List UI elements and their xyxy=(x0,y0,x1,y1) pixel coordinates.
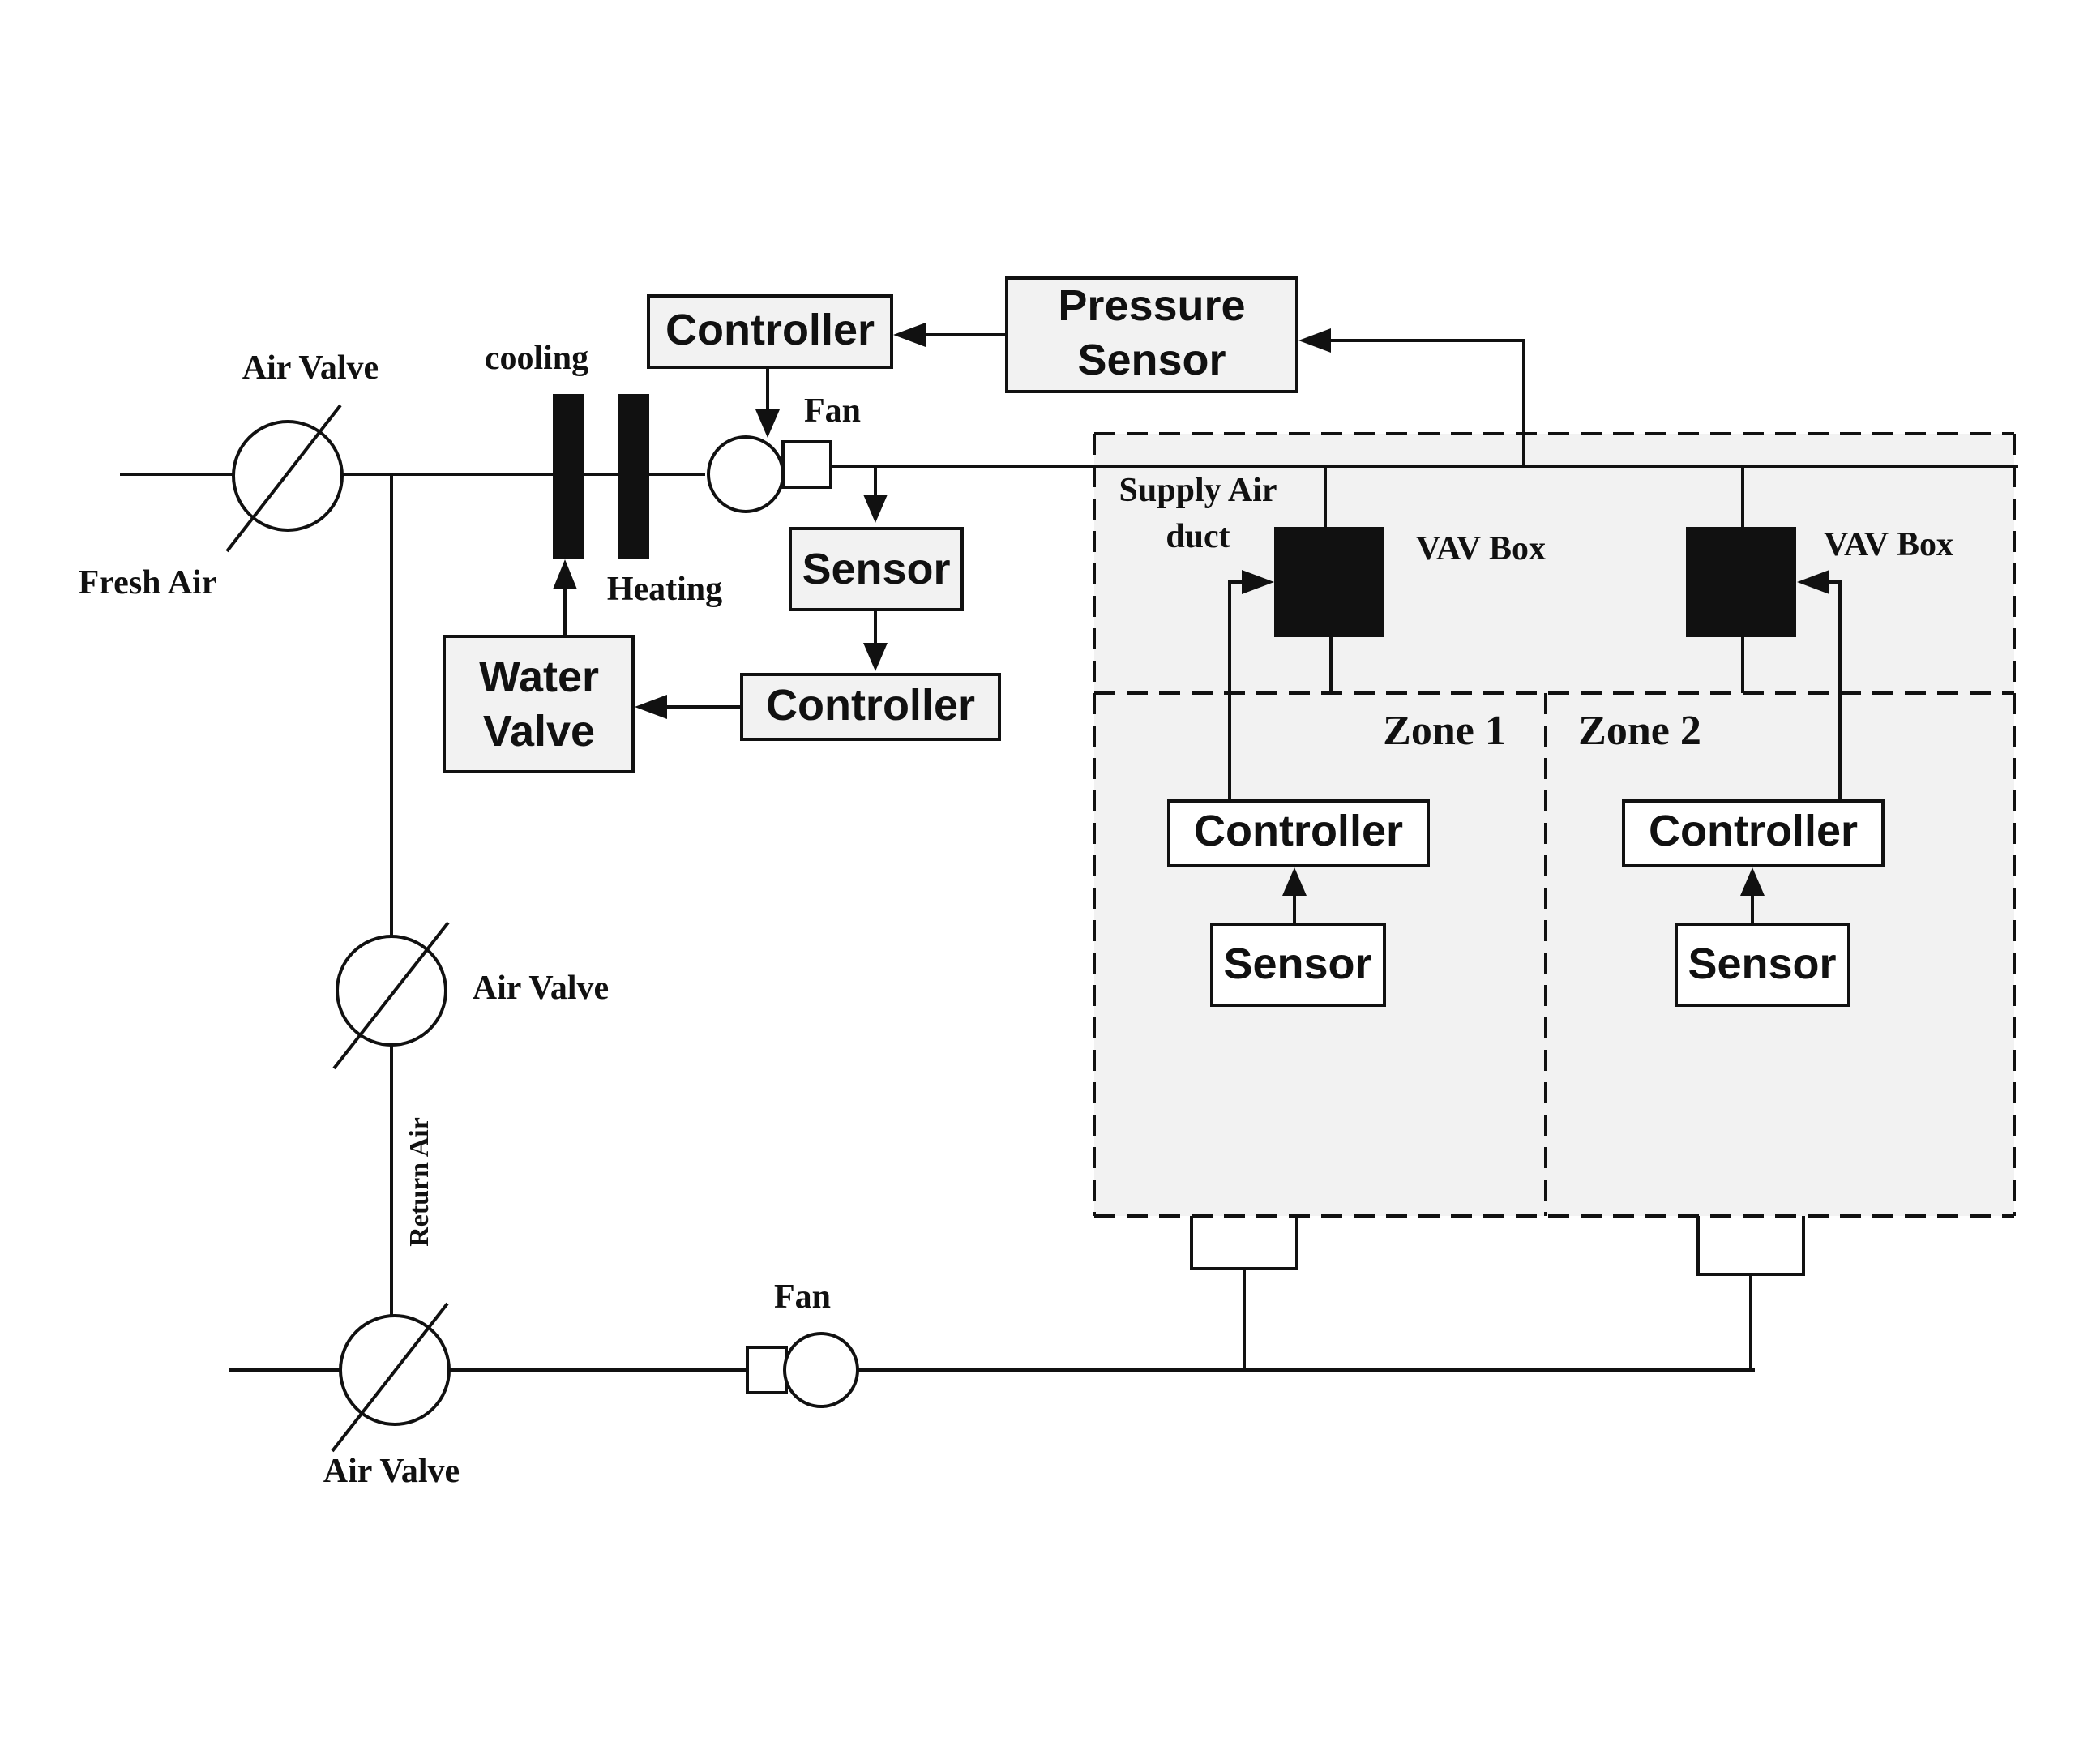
sensor-supply-label: Sensor xyxy=(802,545,950,593)
zone1-controller-box xyxy=(1167,799,1430,867)
fan-bottom-label: Fan xyxy=(774,1278,831,1316)
air-valve-mid-label: Air Valve xyxy=(473,970,609,1007)
water-valve-label-1: Water xyxy=(479,653,599,701)
supply-fan xyxy=(707,435,832,513)
controller-mid-label: Controller xyxy=(766,681,975,730)
return-air-label: Return Air xyxy=(404,1117,434,1247)
zone2-sensor-label: Sensor xyxy=(1688,940,1836,988)
sensor-supply-box xyxy=(789,527,964,611)
zone-1-label: Zone 1 xyxy=(1383,708,1506,754)
air-valve-top xyxy=(225,404,344,553)
zone2-sensor-box xyxy=(1675,923,1850,1007)
pressure-sensor-label-2: Sensor xyxy=(1077,336,1226,384)
fan-top-label: Fan xyxy=(804,392,861,430)
supply-air-duct-label-1: Supply Air xyxy=(1119,472,1277,509)
zone-1-return-grille xyxy=(1190,1216,1298,1370)
zone-dashed-borders xyxy=(1093,432,2016,1218)
pressure-sensor-box xyxy=(1005,276,1298,393)
water-valve-box xyxy=(443,635,635,773)
air-valve-bottom xyxy=(331,1302,451,1453)
zone2-controller-label: Controller xyxy=(1649,807,1858,855)
pressure-sensor-label-1: Pressure xyxy=(1058,281,1245,330)
return-fan xyxy=(746,1332,859,1408)
zone-2-label: Zone 2 xyxy=(1578,708,1701,754)
supply-duct-region xyxy=(1094,434,2014,693)
zone2-controller-box xyxy=(1622,799,1885,867)
cooling-coil xyxy=(553,394,584,559)
air-valve-top-label: Air Valve xyxy=(242,349,379,387)
zone-2-return-grille xyxy=(1696,1216,1805,1370)
water-valve-label-2: Valve xyxy=(483,707,595,756)
vav-box-2-label: VAV Box xyxy=(1824,526,1953,563)
heating-label: Heating xyxy=(607,571,722,608)
air-valve-mid xyxy=(332,921,450,1070)
zone1-sensor-label: Sensor xyxy=(1223,940,1371,988)
cooling-label: cooling xyxy=(485,340,588,377)
zone1-sensor-box xyxy=(1210,923,1386,1007)
vav-box-2 xyxy=(1686,527,1796,637)
air-valve-bottom-label: Air Valve xyxy=(323,1453,460,1490)
controller-mid-box xyxy=(740,673,1001,741)
supply-air-duct-label-2: duct xyxy=(1166,518,1230,555)
vav-box-1 xyxy=(1274,527,1384,637)
heating-coil xyxy=(618,394,649,559)
fresh-air-label: Fresh Air xyxy=(79,564,217,602)
controller-top-label: Controller xyxy=(665,306,875,354)
vav-box-1-label: VAV Box xyxy=(1416,530,1546,567)
zone1-controller-label: Controller xyxy=(1194,807,1403,855)
controller-top-box xyxy=(647,294,893,369)
